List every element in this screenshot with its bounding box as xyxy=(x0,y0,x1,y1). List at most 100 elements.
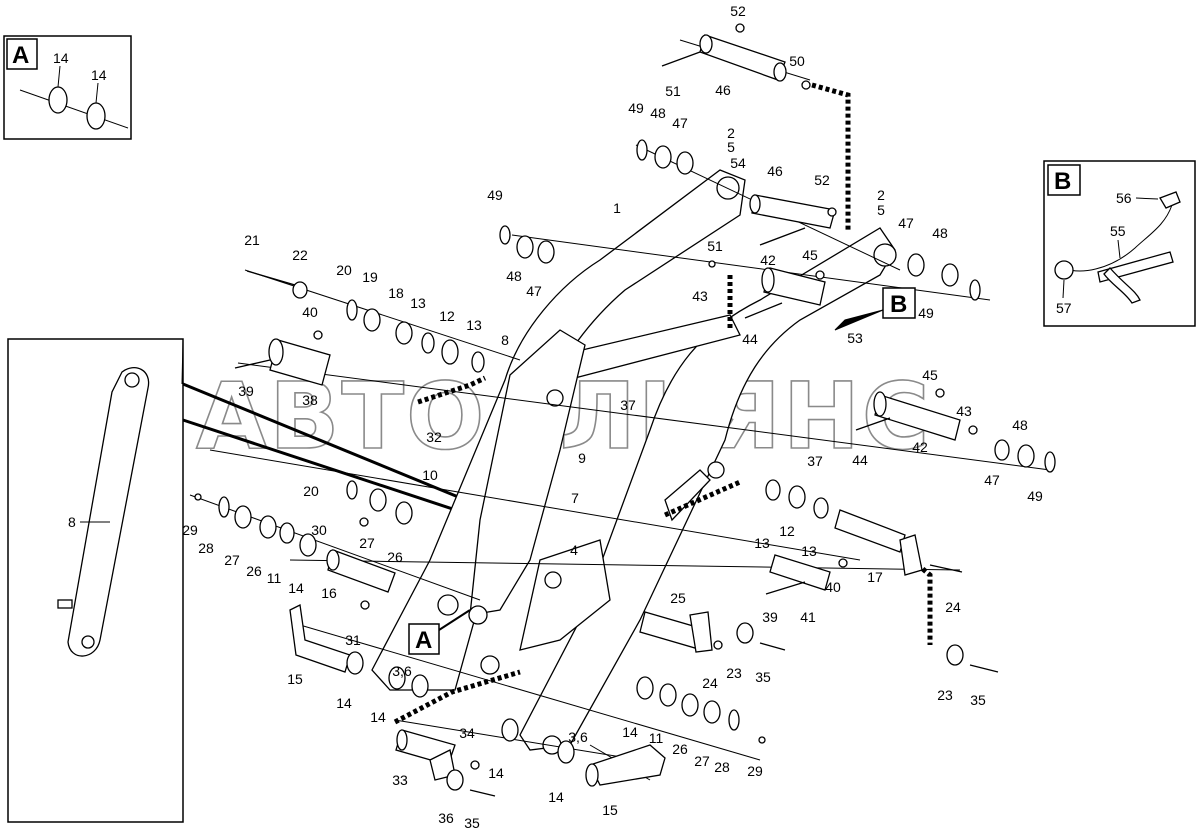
part-label-54: 54 xyxy=(730,155,746,171)
part-label-5: 5 xyxy=(877,202,885,218)
part-label-4: 4 xyxy=(570,542,578,558)
part-label-25: 25 xyxy=(670,590,686,606)
part-label-3-6: 3,6 xyxy=(392,663,412,679)
part-label-11: 11 xyxy=(267,570,282,586)
inset-b-label-55: 55 xyxy=(1110,223,1126,239)
loose-parts xyxy=(194,23,1056,797)
inset-8-label: 8 xyxy=(68,514,76,530)
part-label-28: 28 xyxy=(714,759,730,775)
part-label-29: 29 xyxy=(747,763,763,779)
part-label-48: 48 xyxy=(506,268,522,284)
part-label-51: 51 xyxy=(665,83,681,99)
part-label-13: 13 xyxy=(466,317,482,333)
part-label-35: 35 xyxy=(755,669,771,685)
part-label-47: 47 xyxy=(898,215,914,231)
part-label-44: 44 xyxy=(852,452,868,468)
part-label-15: 15 xyxy=(287,671,303,687)
part-label-16: 16 xyxy=(321,585,337,601)
callout-b: B xyxy=(834,287,916,331)
part-label-27: 27 xyxy=(224,552,240,568)
part-label-33: 33 xyxy=(392,772,408,788)
part-label-9: 9 xyxy=(578,450,586,466)
part-label-13: 13 xyxy=(754,535,770,551)
svg-text:B: B xyxy=(890,291,907,318)
part-label-24: 24 xyxy=(945,599,961,615)
part-label-49: 49 xyxy=(487,187,503,203)
part-label-52: 52 xyxy=(814,172,830,188)
part-label-26: 26 xyxy=(672,741,688,757)
part-label-38: 38 xyxy=(302,392,318,408)
part-label-28: 28 xyxy=(198,540,214,556)
part-label-13: 13 xyxy=(410,295,426,311)
part-label-20: 20 xyxy=(336,262,352,278)
part-label-7: 7 xyxy=(571,490,579,506)
inset-b: B 56 55 57 xyxy=(1043,160,1196,327)
part-label-20: 20 xyxy=(303,483,319,499)
part-label-14: 14 xyxy=(336,695,352,711)
part-label-8: 8 xyxy=(501,332,509,348)
part-label-23: 23 xyxy=(726,665,742,681)
part-label-48: 48 xyxy=(650,105,666,121)
part-label-39: 39 xyxy=(238,383,254,399)
boom-frame xyxy=(371,169,897,755)
inset-a-label-2: 14 xyxy=(91,67,107,83)
part-label-42: 42 xyxy=(912,439,928,455)
part-label-26: 26 xyxy=(387,549,403,565)
part-label-48: 48 xyxy=(932,225,948,241)
part-label-42: 42 xyxy=(760,252,776,268)
inset-a-label-1: 14 xyxy=(53,50,69,66)
part-label-3-6: 3,6 xyxy=(568,729,588,745)
part-label-18: 18 xyxy=(388,285,404,301)
part-label-46: 46 xyxy=(715,82,731,98)
part-label-46: 46 xyxy=(767,163,783,179)
inset-b-title: B xyxy=(1054,168,1071,195)
part-label-49: 49 xyxy=(628,100,644,116)
part-label-30: 30 xyxy=(311,522,327,538)
inset-b-label-56: 56 xyxy=(1116,190,1132,206)
part-label-14: 14 xyxy=(548,789,564,805)
part-label-14: 14 xyxy=(370,709,386,725)
part-label-50: 50 xyxy=(789,53,805,69)
part-label-47: 47 xyxy=(672,115,688,131)
part-label-40: 40 xyxy=(302,304,318,320)
part-label-12: 12 xyxy=(439,308,455,324)
part-label-37: 37 xyxy=(620,397,636,413)
part-label-48: 48 xyxy=(1012,417,1028,433)
part-label-24: 24 xyxy=(702,675,718,691)
part-label-14: 14 xyxy=(622,724,638,740)
part-label-32: 32 xyxy=(426,429,442,445)
part-label-49: 49 xyxy=(918,305,934,321)
inset-b-label-57: 57 xyxy=(1056,300,1072,316)
part-label-5: 5 xyxy=(727,139,735,155)
part-label-26: 26 xyxy=(246,563,262,579)
part-label-45: 45 xyxy=(922,367,938,383)
part-label-36: 36 xyxy=(438,810,454,826)
inset-link-8: 8 xyxy=(7,338,491,823)
part-label-27: 27 xyxy=(694,753,710,769)
part-label-17: 17 xyxy=(867,569,883,585)
part-label-45: 45 xyxy=(802,247,818,263)
svg-text:A: A xyxy=(415,627,432,654)
part-label-15: 15 xyxy=(602,802,618,818)
part-label-21: 21 xyxy=(244,232,260,248)
part-label-39: 39 xyxy=(762,609,778,625)
part-label-37: 37 xyxy=(807,453,823,469)
part-label-12: 12 xyxy=(779,523,795,539)
part-label-53: 53 xyxy=(847,330,863,346)
part-label-35: 35 xyxy=(464,815,480,831)
part-label-49: 49 xyxy=(1027,488,1043,504)
part-label-51: 51 xyxy=(707,238,723,254)
part-label-14: 14 xyxy=(488,765,504,781)
part-label-27: 27 xyxy=(359,535,375,551)
part-label-41: 41 xyxy=(800,609,816,625)
part-label-52: 52 xyxy=(730,3,746,19)
part-label-13: 13 xyxy=(801,543,817,559)
part-label-47: 47 xyxy=(526,283,542,299)
part-label-2: 2 xyxy=(727,125,735,141)
part-label-2: 2 xyxy=(877,187,885,203)
part-label-47: 47 xyxy=(984,472,1000,488)
part-label-35: 35 xyxy=(970,692,986,708)
callout-a: A xyxy=(408,609,471,655)
